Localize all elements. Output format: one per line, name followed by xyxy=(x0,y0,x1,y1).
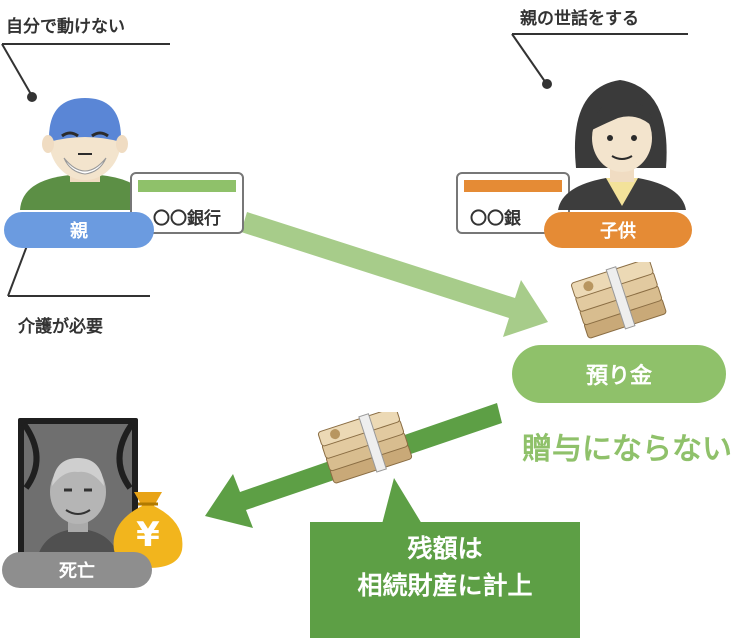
transfer-arrow xyxy=(241,212,548,337)
money-stack-return-icon xyxy=(317,412,413,484)
deposit-label: 預り金 xyxy=(512,345,726,403)
parent-caption-bottom: 介護が必要 xyxy=(18,317,103,337)
parent-caption-top: 自分で動けない xyxy=(6,17,125,37)
balance-note-box xyxy=(310,478,580,638)
deposit-note: 贈与にならない xyxy=(522,432,732,467)
child-label: 子供 xyxy=(544,212,692,248)
parent-label: 親 xyxy=(4,212,154,248)
yen-symbol: ¥ xyxy=(136,515,160,555)
balance-note-line1: 残額は xyxy=(407,534,483,563)
child-bank-card-text: 〇〇銀 xyxy=(470,209,521,229)
child-caption-top: 親の世話をする xyxy=(520,9,639,29)
balance-note-line2: 相続財産に計上 xyxy=(357,571,533,600)
deceased-figure xyxy=(21,422,135,564)
parent-figure xyxy=(20,98,150,210)
memorial-portrait xyxy=(18,418,138,564)
money-stack-icon xyxy=(571,262,667,339)
deceased-label: 死亡 xyxy=(2,552,152,588)
parent-bank-card-text: 〇〇銀行 xyxy=(153,209,221,229)
child-figure xyxy=(558,80,686,210)
balance-note-text: 残額は 相続財産に計上 xyxy=(310,530,580,604)
